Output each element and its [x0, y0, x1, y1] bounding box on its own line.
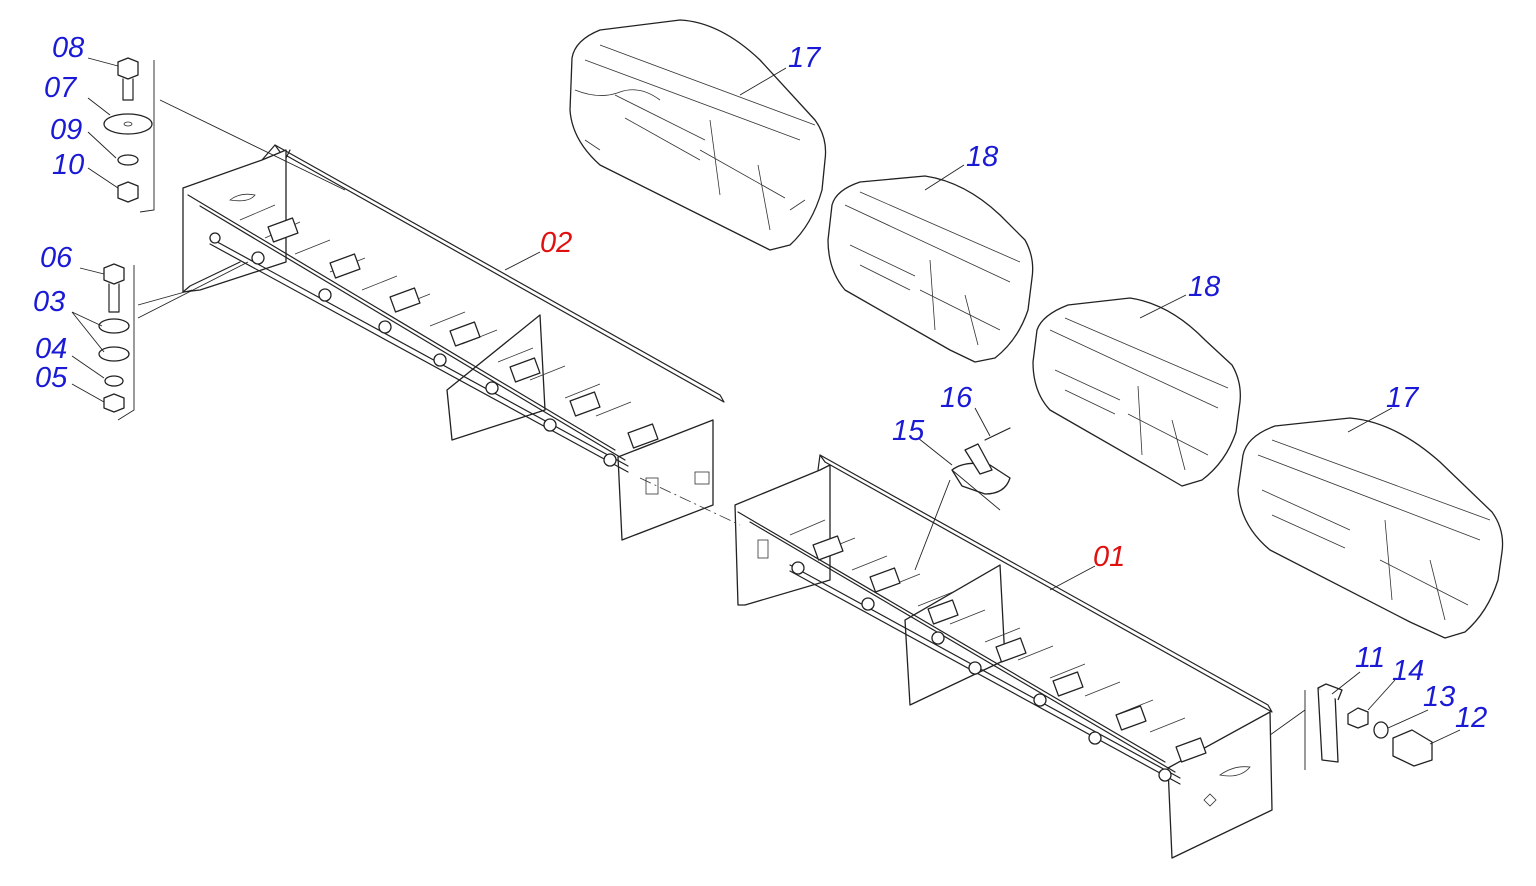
parts-15-16 — [914, 427, 1011, 571]
bolt-stack-top — [103, 57, 346, 213]
splash-guard-17-bottom — [1237, 417, 1504, 639]
label-18-top: 18 — [966, 141, 998, 173]
alignment-line — [639, 477, 741, 526]
label-12: 12 — [1455, 702, 1487, 734]
bolt-stack-bottom — [98, 261, 249, 421]
label-18-bottom: 18 — [1188, 271, 1220, 303]
label-13: 13 — [1423, 681, 1455, 713]
label-14: 14 — [1392, 655, 1424, 687]
label-05: 05 — [35, 362, 68, 394]
label-01: 01 — [1093, 541, 1125, 573]
splash-guard-18-top — [827, 175, 1034, 363]
label-17-bottom: 17 — [1386, 382, 1420, 414]
label-10: 10 — [52, 149, 84, 181]
frame-02 — [182, 144, 725, 541]
label-02: 02 — [540, 227, 572, 259]
label-11: 11 — [1355, 642, 1385, 674]
label-07: 07 — [44, 72, 78, 104]
leader-lines — [71, 57, 1461, 745]
label-03: 03 — [33, 286, 65, 318]
frame-01 — [734, 454, 1273, 859]
label-06: 06 — [40, 242, 73, 274]
label-17-top: 17 — [788, 42, 822, 74]
label-15: 15 — [892, 415, 925, 447]
bracket-hardware-right — [1269, 683, 1433, 770]
splash-guard-17-top — [569, 19, 827, 251]
label-08: 08 — [52, 32, 84, 64]
splash-guard-18-bottom — [1032, 297, 1241, 487]
label-09: 09 — [50, 114, 82, 146]
label-04: 04 — [35, 333, 67, 365]
label-16: 16 — [940, 382, 973, 414]
